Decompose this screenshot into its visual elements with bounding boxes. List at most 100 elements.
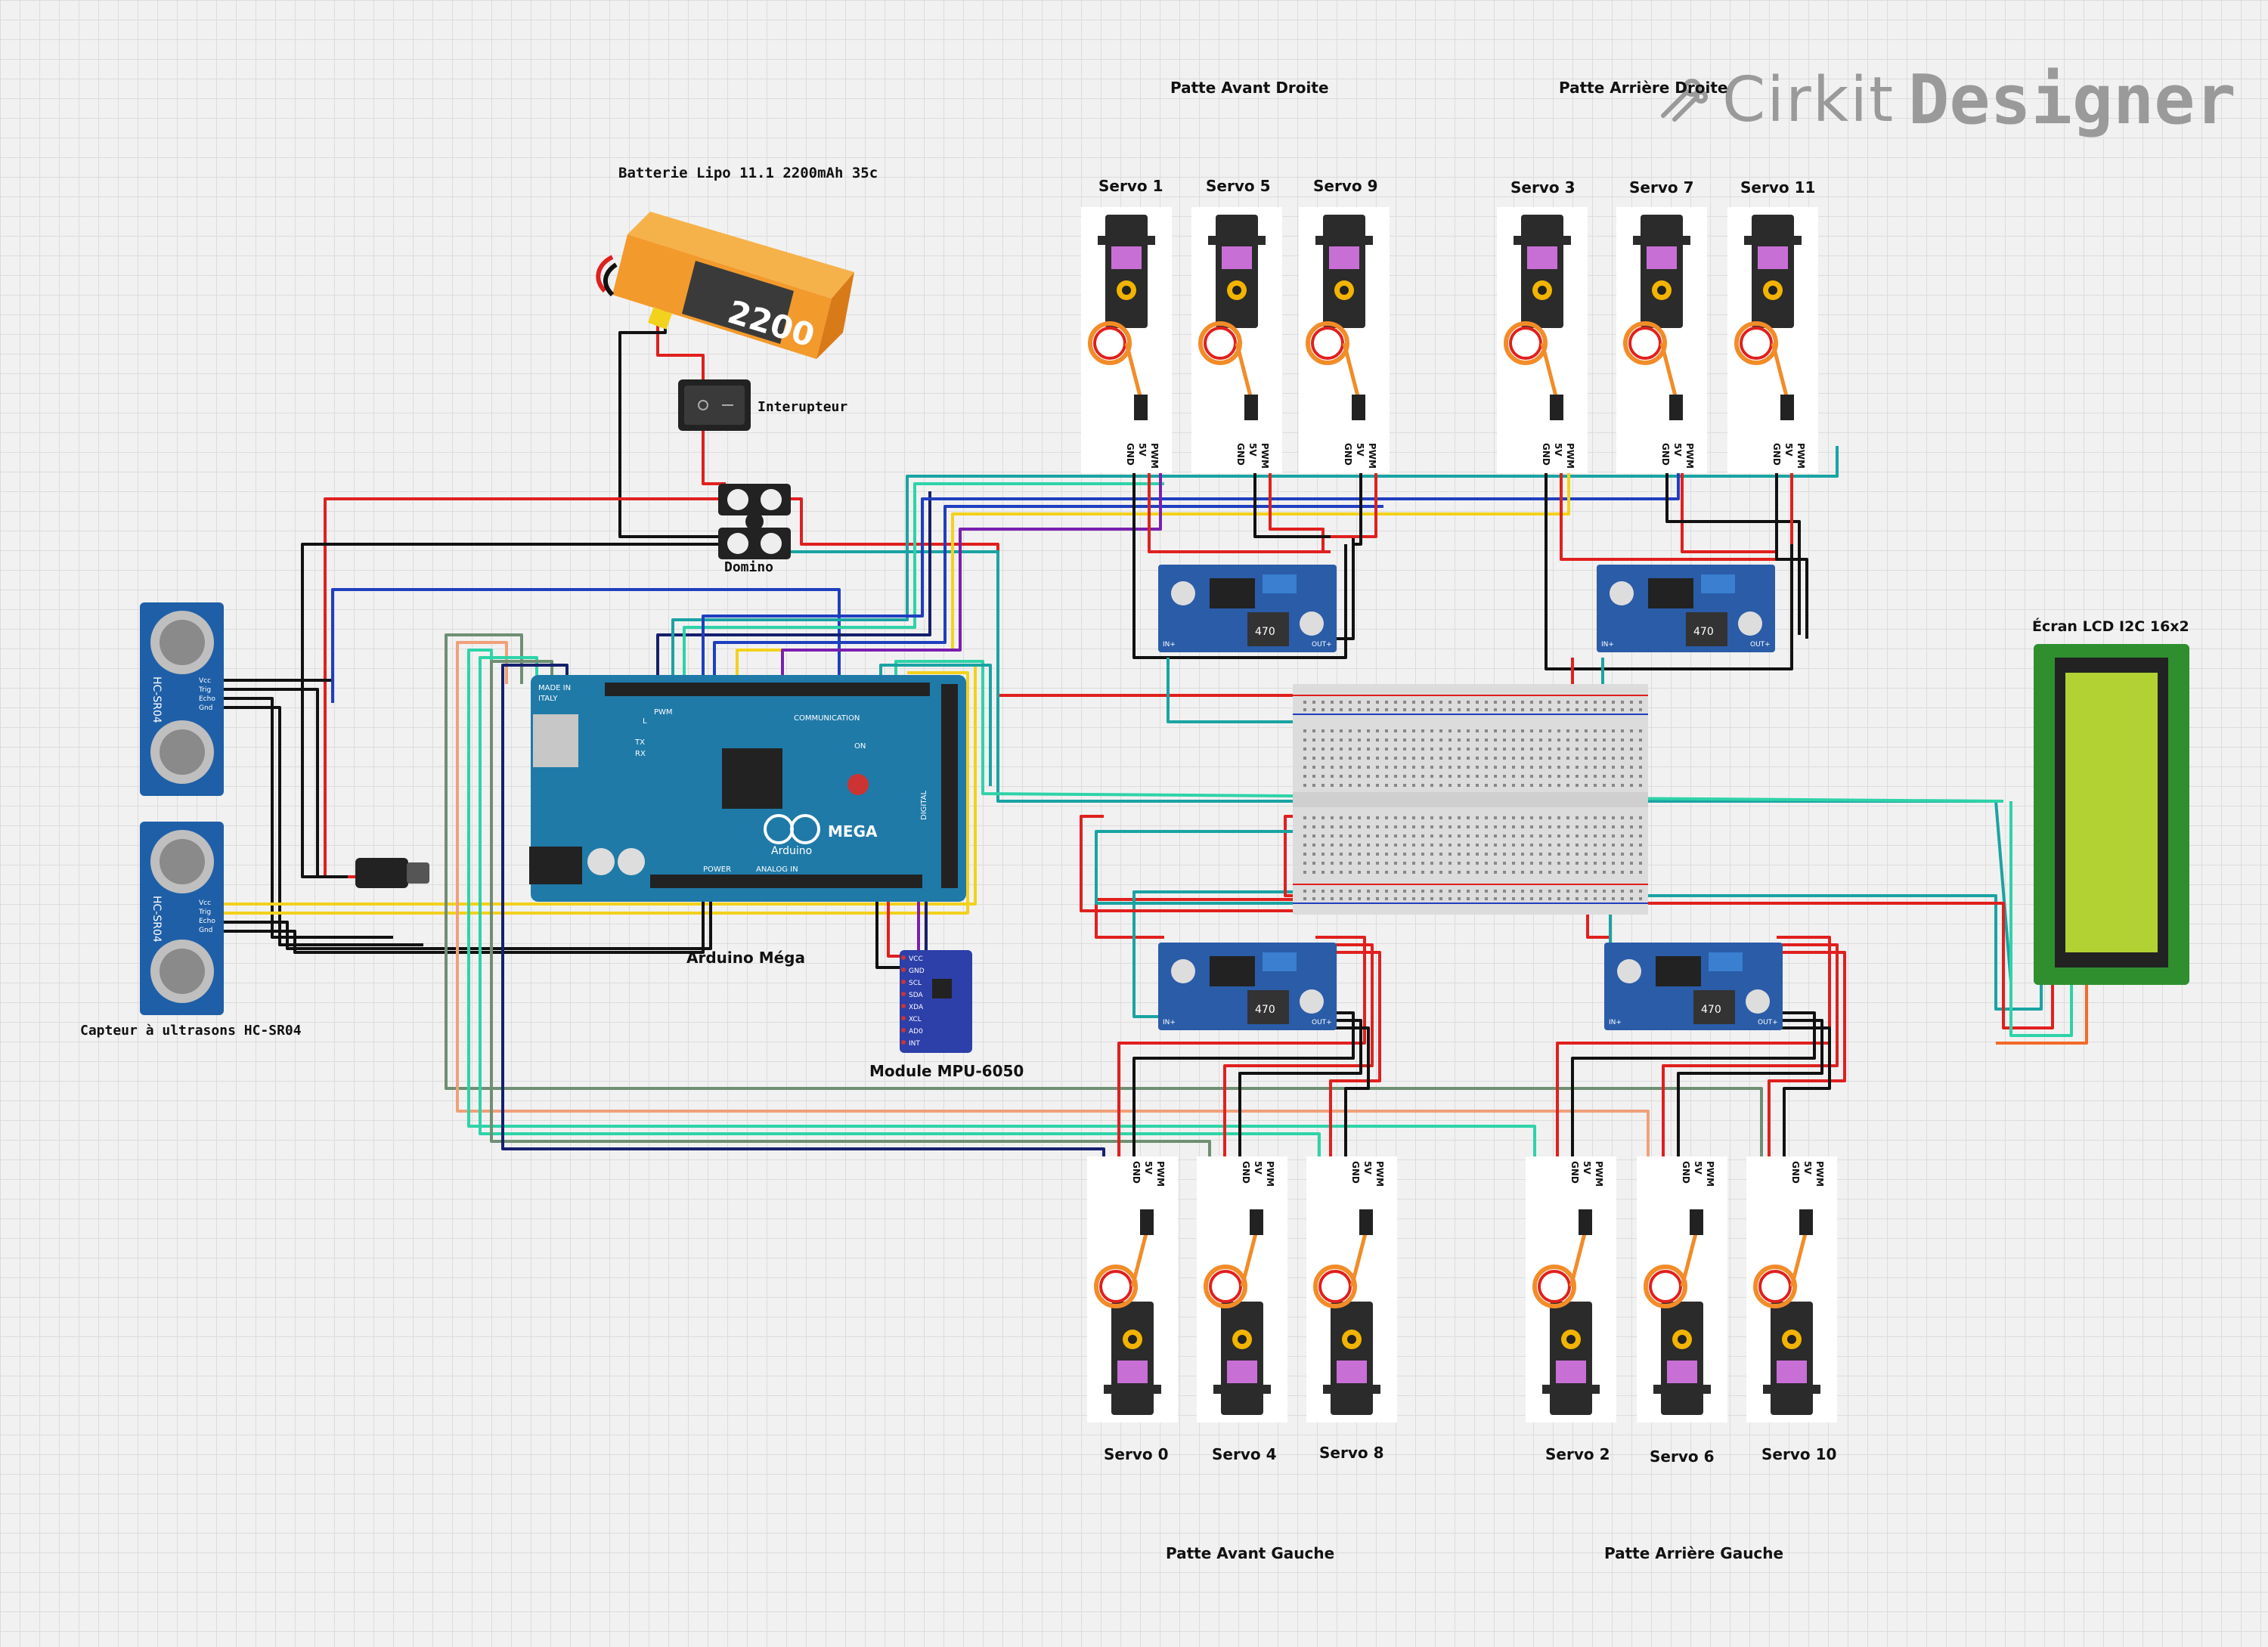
power-switch[interactable]	[677, 378, 752, 432]
wire-buck1-gnd	[1132, 446, 1347, 659]
wire-sensor2-c	[219, 888, 712, 950]
wire-domino-black-left	[301, 543, 726, 878]
buck-converter-2[interactable]: 470 IN+ OUT+	[1595, 563, 1777, 654]
wire-buck4-blk3	[1777, 1026, 1831, 1164]
leg-rear-left-label: Patte Arrière Gauche	[1604, 1544, 1784, 1562]
servo-pin-v5: 5V	[1783, 443, 1794, 457]
mpu-pin-int: INT	[909, 1040, 920, 1048]
mpu-pin-vcc: VCC	[909, 955, 923, 963]
wire-pin-blue-1	[702, 454, 1680, 684]
servo-pin-pwm: PWM	[1374, 1161, 1385, 1187]
sensor2-pin-label-gnd: Gnd	[199, 927, 212, 934]
arduino-mega[interactable]: MADE IN ITALY PWM COMMUNICATION POWER AN…	[529, 669, 968, 903]
servo-label-7: Servo 7	[1629, 178, 1694, 197]
wire-sensor2-d	[219, 888, 705, 954]
wire-bb-red-3	[1080, 815, 1300, 912]
servo-pin-v5: 5V	[1253, 1161, 1263, 1175]
wire-mpu-vcc	[887, 888, 900, 958]
buck-converter-4[interactable]: 470 IN+ OUT+	[1603, 941, 1784, 1032]
wire-pin-teal-2	[683, 482, 1164, 684]
board-pwm-text: PWM	[654, 708, 673, 717]
servo-label-2: Servo 2	[1545, 1445, 1610, 1463]
sensor-pin-label-gnd: Gnd	[199, 704, 212, 712]
wire-pin-yellow-1	[736, 454, 1570, 684]
wire-buck3-in	[1095, 898, 1300, 939]
mpu6050-module[interactable]: VCC GND SCL SDA XDA XCL AD0 INT	[898, 949, 974, 1054]
servo-pin-pwm: PWM	[1705, 1161, 1715, 1187]
wire-sensor1-trig	[219, 688, 319, 703]
dc-barrel-jack[interactable]	[348, 850, 435, 896]
servo-pin-gnd: GND	[1241, 1161, 1251, 1184]
board-power-text: POWER	[703, 865, 731, 874]
buck-converter-1[interactable]: 470 IN+ OUT+	[1157, 563, 1338, 654]
buck2-cap-text: 470	[1693, 626, 1714, 638]
buck1-in-text: IN+	[1163, 641, 1176, 649]
ultrasonic-sensor-2[interactable]: HC-SR04 Vcc Trig Echo Gnd	[138, 820, 225, 1017]
buck1-cap-text: 470	[1255, 626, 1275, 638]
domino-terminal[interactable]	[717, 482, 792, 561]
wire-sensor2-b	[219, 671, 969, 915]
wire-buck4-red3	[1768, 951, 1846, 1164]
wire-buck3-blk3	[1319, 1026, 1370, 1164]
buck3-in-text: IN+	[1163, 1019, 1176, 1026]
buck1-out-text: OUT+	[1312, 641, 1332, 649]
mpu-pin-xda: XDA	[909, 1004, 924, 1011]
servo-label-0: Servo 0	[1104, 1445, 1169, 1463]
leg-rear-right-label: Patte Arrière Droite	[1559, 79, 1728, 97]
servo-label-3: Servo 3	[1510, 178, 1576, 197]
wire-domino-teal-right	[786, 550, 2012, 983]
wire-pin-purple-1	[781, 454, 1162, 684]
wire-buck3-out	[1117, 936, 1366, 1164]
servo-pin-pwm: PWM	[1594, 1161, 1604, 1187]
battery-label: Batterie Lipo 11.1 2200mAh 35c	[618, 165, 878, 181]
servo-pin-pwm: PWM	[1814, 1161, 1825, 1187]
servo-pin-gnd: GND	[1131, 1161, 1142, 1184]
servo-pin-v5: 5V	[1355, 443, 1365, 457]
board-italy-text: ITALY	[538, 695, 558, 703]
wire-buck3-in2	[1132, 890, 1300, 1018]
servo-pin-gnd: GND	[1771, 443, 1782, 466]
wire-buck3-red3	[1319, 951, 1381, 1164]
buck4-cap-text: 470	[1701, 1004, 1721, 1016]
servo-label-4: Servo 4	[1212, 1445, 1277, 1463]
servo-pin-v5: 5V	[1143, 1161, 1154, 1175]
servo-pin-pwm: PWM	[1149, 443, 1160, 469]
wire-lcd-vcc	[1648, 902, 2054, 1029]
ultrasonic-sensor-1[interactable]: HC-SR04 Vcc Trig Echo Gnd	[138, 601, 225, 797]
wire-lcd-gnd	[1641, 894, 2043, 1011]
mpu-pin-xcl: XCL	[909, 1016, 922, 1023]
servo-pin-pwm: PWM	[1684, 443, 1695, 469]
buck3-out-text: OUT+	[1312, 1019, 1332, 1026]
board-tx-text: TX	[634, 738, 645, 747]
board-mega-text: MEGA	[828, 822, 878, 841]
wire-buck2-blk2	[1665, 446, 1801, 635]
servo-pin-v5: 5V	[1247, 443, 1258, 457]
servo-label-6: Servo 6	[1650, 1447, 1715, 1466]
wire-pin-teal-3	[879, 664, 992, 786]
servo-pin-pwm: PWM	[1265, 1161, 1275, 1187]
buck-converter-3[interactable]: 470 IN+ OUT+	[1157, 941, 1338, 1032]
servo-pin-v5: 5V	[1553, 443, 1563, 457]
breadboard[interactable]	[1293, 684, 1648, 915]
lcd-16x2[interactable]	[2032, 642, 2191, 986]
mpu-label: Module MPU-6050	[869, 1062, 1024, 1080]
lipo-battery[interactable]: 2200	[582, 189, 885, 363]
switch-label: Interupteur	[758, 399, 848, 415]
sensor-pin-label-trig: Trig	[198, 686, 211, 694]
buck4-out-text: OUT+	[1758, 1019, 1778, 1026]
wire-buck4-red2	[1662, 943, 1839, 1164]
servo-pin-v5: 5V	[1672, 443, 1683, 457]
wire-buck1-red3	[1331, 446, 1377, 538]
